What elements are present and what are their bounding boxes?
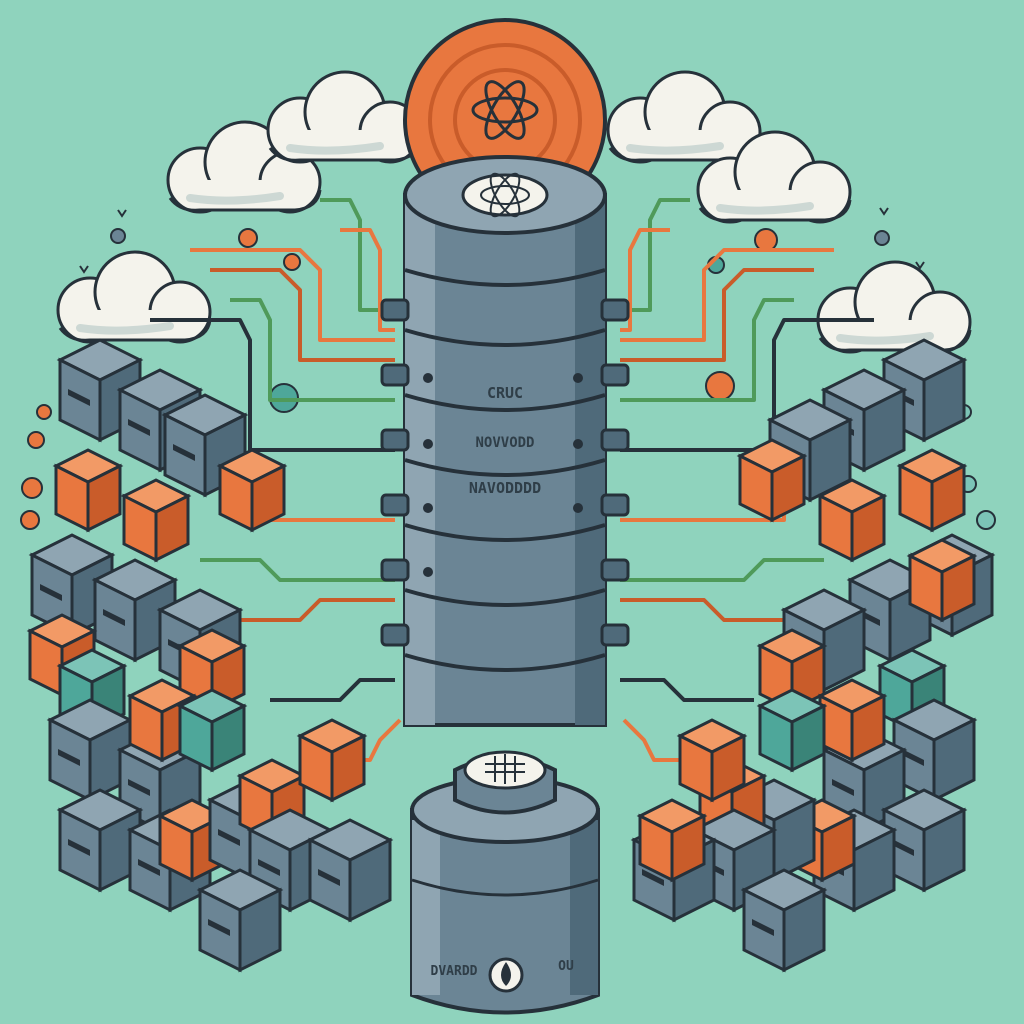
grid-chip-icon bbox=[463, 750, 547, 790]
decorative-dots bbox=[20, 228, 996, 530]
tower-label-2: NOVVODD bbox=[475, 435, 534, 451]
tower-label-1: CRUC bbox=[487, 384, 523, 402]
droplet-logo-icon bbox=[488, 957, 524, 993]
canister-label-2: OU bbox=[558, 959, 574, 974]
tower-label-3: NAVODDDD bbox=[469, 479, 541, 497]
atom-emblem-icon bbox=[471, 80, 539, 140]
database-tower: CRUC NOVVODD NAVODDDD bbox=[380, 155, 630, 727]
atom-emblem-icon bbox=[461, 172, 549, 218]
lower-canister: DVARDD OU bbox=[410, 750, 600, 1015]
decorative-marks bbox=[79, 207, 925, 274]
canister-label-1: DVARDD bbox=[431, 964, 478, 979]
